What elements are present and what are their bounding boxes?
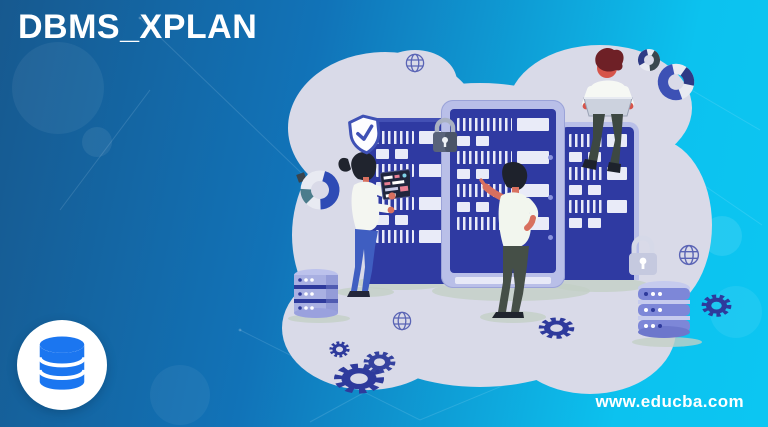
background-glow-circle xyxy=(82,127,112,157)
floor-shadow xyxy=(553,278,649,292)
donut-chart-icon-large xyxy=(657,63,695,101)
background-glow-circle xyxy=(12,42,104,134)
database-stack-icon-left xyxy=(294,269,338,318)
donut-chart-icon-left xyxy=(296,170,340,210)
server-vent-row xyxy=(457,151,549,164)
gear-icon-right xyxy=(701,294,732,317)
floor-shadow xyxy=(288,314,350,323)
server-indicator-light xyxy=(548,155,553,160)
server-indicator-light xyxy=(548,235,553,240)
server-led-row xyxy=(569,185,627,195)
padlock-icon-light xyxy=(629,235,657,275)
server-rack-left xyxy=(366,118,449,284)
globe-icon-right xyxy=(677,243,701,267)
server-led-row xyxy=(376,215,442,225)
server-indicator-light xyxy=(548,195,553,200)
laptop xyxy=(583,97,633,117)
server-led-row xyxy=(569,218,627,228)
globe-icon-bottom xyxy=(391,310,413,332)
server-led-row xyxy=(457,169,549,179)
server-vent-row xyxy=(457,118,549,131)
server-led-row xyxy=(457,202,549,212)
website-url: www.educba.com xyxy=(595,392,744,411)
server-vent-row xyxy=(376,230,442,243)
globe-icon-top xyxy=(404,52,426,74)
database-stack-icon-right xyxy=(638,281,690,338)
gear-icon-medium xyxy=(363,351,396,373)
man-pointing-at-server xyxy=(479,161,539,318)
floor-shadow xyxy=(632,337,702,347)
page-title: DBMS_XPLAN xyxy=(18,8,258,46)
woman-with-tablet xyxy=(338,151,410,297)
padlock-icon-dark xyxy=(433,117,457,152)
server-led-row xyxy=(457,136,549,146)
donut-chart-icon-small xyxy=(638,49,660,71)
server-vent-row xyxy=(569,200,627,213)
gear-icon-small xyxy=(329,341,350,358)
educba-logo xyxy=(17,320,107,410)
server-led-row xyxy=(376,149,442,159)
background-glow-circle xyxy=(150,365,210,425)
shield-check-icon xyxy=(348,114,381,155)
man-sitting-on-server-with-laptop xyxy=(582,47,634,173)
gear-icon-center xyxy=(538,317,575,339)
database-icon xyxy=(37,336,87,390)
